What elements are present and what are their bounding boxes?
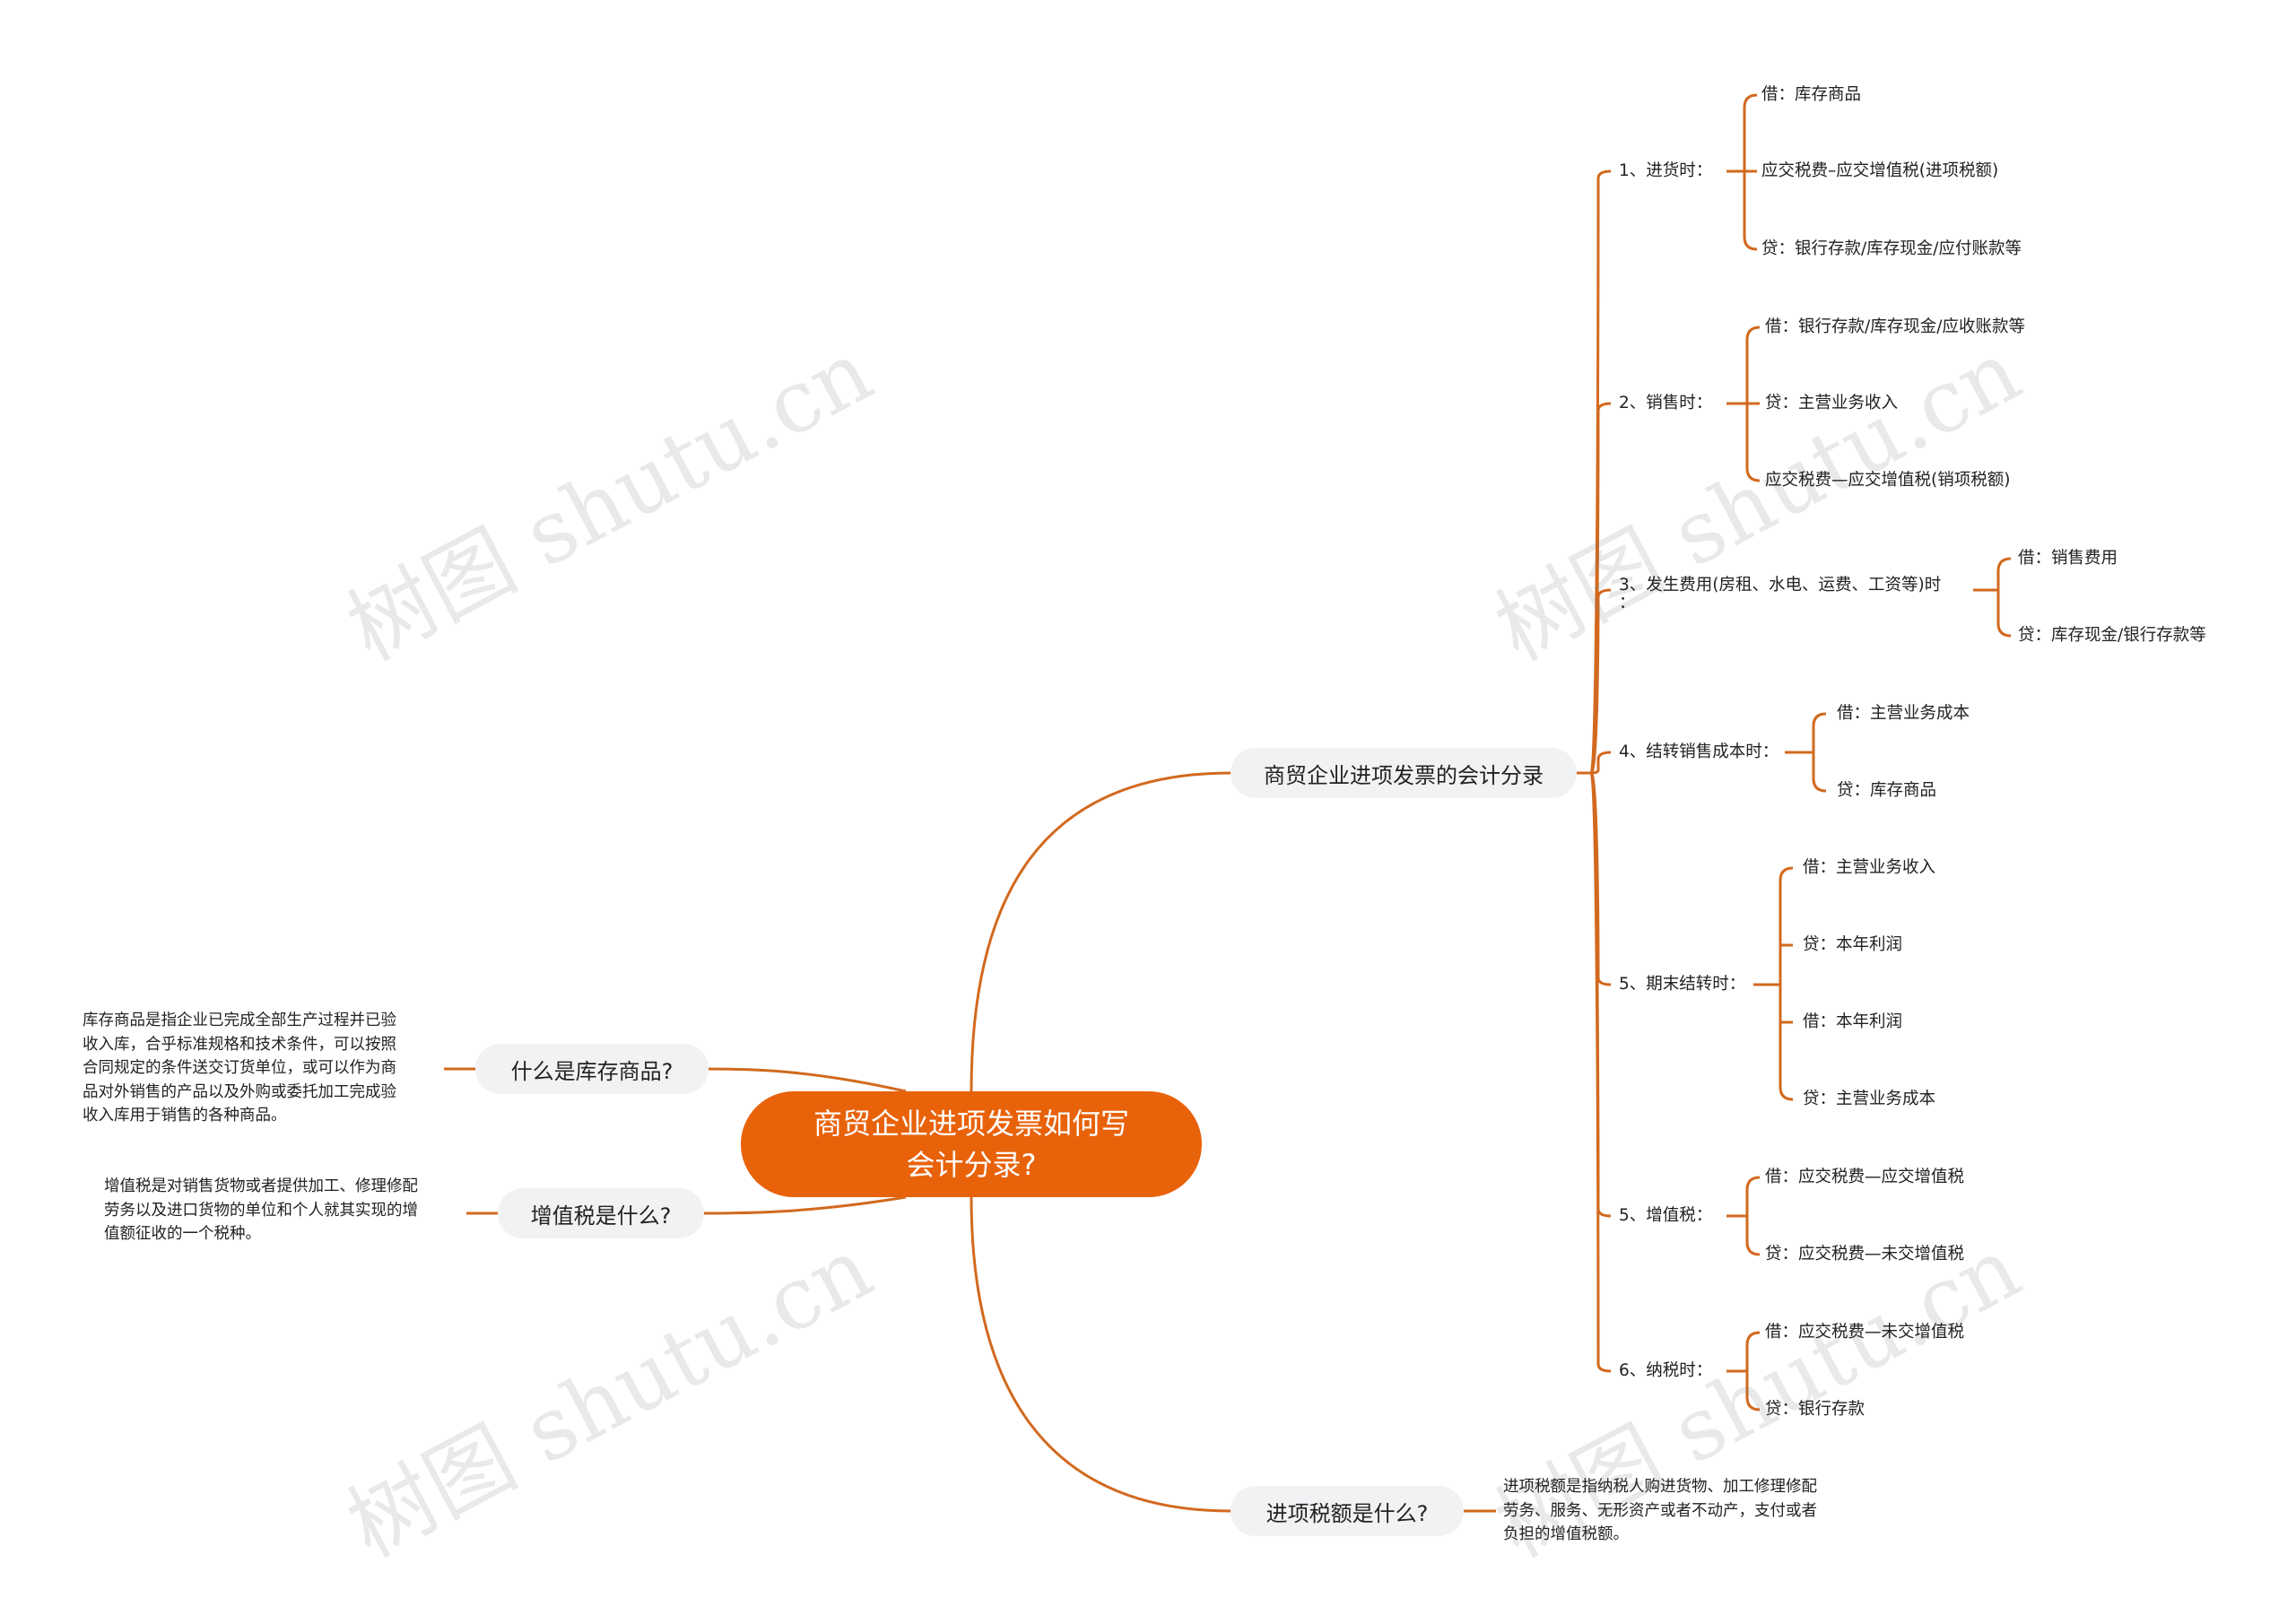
vat-definition: 增值税是对销售货物或者提供加工、修理修配 劳务以及进口货物的单位和个人就其实现的… [104, 1175, 418, 1246]
input-tax-definition: 进项税额是指纳税人购进货物、加工修理修配 劳务、服务、无形资产或者不动产，支付或… [1503, 1475, 1817, 1547]
text-line: 库存商品是指企业已完成全部生产过程并已验 [83, 1012, 396, 1029]
inventory-definition: 库存商品是指企业已完成全部生产过程并已验 收入库，合乎标准规格和技术条件，可以按… [83, 1009, 396, 1128]
item-expenses-line1: 3、发生费用(房租、水电、运费、工资等)时 [1619, 576, 1942, 595]
connector-subitem [1589, 169, 1612, 775]
connector-bracket [1779, 866, 1794, 1101]
leaf[interactable]: 借：销售费用 [2018, 549, 2118, 568]
branch-what-is-vat[interactable]: 增值税是什么? [498, 1188, 704, 1238]
root-title-line2: 会计分录? [906, 1148, 1037, 1182]
text-line: 进项税额是指纳税人购进货物、加工修理修配 [1503, 1478, 1817, 1496]
branch-what-is-inventory[interactable]: 什么是库存商品? [475, 1044, 709, 1094]
root-title-line1: 商贸企业进项发票如何写 [813, 1107, 1129, 1141]
leaf[interactable]: 贷：库存商品 [1837, 781, 1937, 800]
text-line: 收入库，合乎标准规格和技术条件，可以按照 [83, 1035, 396, 1054]
connector-root-left1 [708, 1067, 907, 1093]
leaf[interactable]: 借：银行存款/库存现金/应收账款等 [1765, 317, 2025, 336]
leaf[interactable]: 借：应交税费—应交增值税 [1765, 1168, 1965, 1186]
connector-bracket [1812, 712, 1827, 793]
item-sales[interactable]: 2、销售时： [1619, 394, 1713, 413]
root-topic[interactable]: 商贸企业进项发票如何写 会计分录? [741, 1091, 1202, 1197]
text-line: 合同规定的条件送交订货单位，或可以作为商 [83, 1059, 396, 1077]
item-expenses-line2: ： [1619, 594, 1636, 612]
connector-bracket [1996, 557, 2012, 638]
leaf[interactable]: 贷：主营业务成本 [1803, 1090, 1936, 1108]
item-purchase[interactable]: 1、进货时： [1619, 161, 1713, 180]
leaf[interactable]: 贷：本年利润 [1803, 935, 1903, 954]
leaf[interactable]: 借：应交税费—未交增值税 [1765, 1323, 1965, 1342]
text-line: 值额征收的一个税种。 [104, 1225, 261, 1243]
connector-subitem [1589, 588, 1612, 775]
leaf[interactable]: 贷：银行存款 [1765, 1400, 1866, 1419]
connector-subitem [1590, 751, 1612, 775]
text-line: 劳务、服务、无形资产或者不动产，支付或者 [1503, 1501, 1817, 1520]
leaf[interactable]: 应交税费—应交增值税(销项税额) [1765, 471, 2011, 490]
text-line: 收入库用于销售的各种商品。 [83, 1107, 287, 1125]
item-period-end[interactable]: 5、期末结转时： [1619, 975, 1746, 994]
leaf[interactable]: 借：本年利润 [1803, 1012, 1903, 1031]
item-cost-transfer[interactable]: 4、结转销售成本时： [1619, 743, 1779, 761]
text-line: 劳务以及进口货物的单位和个人就其实现的增 [104, 1201, 418, 1220]
leaf[interactable]: 贷：银行存款/库存现金/应付账款等 [1761, 239, 2022, 258]
text-line: 负担的增值税额。 [1503, 1525, 1629, 1543]
item-vat[interactable]: 5、增值税： [1619, 1206, 1713, 1225]
leaf[interactable]: 贷：主营业务收入 [1765, 394, 1899, 413]
leaf[interactable]: 贷：应交税费—未交增值税 [1765, 1245, 1965, 1264]
item-expenses[interactable]: 3、发生费用(房租、水电、运费、工资等)时 ： [1619, 575, 1941, 614]
branch-input-tax[interactable]: 进项税额是什么? [1231, 1486, 1464, 1536]
text-line: 增值税是对销售货物或者提供加工、修理修配 [104, 1177, 418, 1195]
item-tax-payment[interactable]: 6、纳税时： [1619, 1361, 1713, 1380]
leaf[interactable]: 应交税费–应交增值税(进项税额) [1761, 161, 1999, 180]
connector-bracket [1745, 1331, 1761, 1411]
connector-bracket [1745, 1176, 1761, 1256]
connector-root-branch1 [970, 771, 1231, 1092]
leaf[interactable]: 借：库存商品 [1761, 85, 1862, 104]
connector-root-branch2 [970, 1196, 1231, 1513]
text-line: 品对外销售的产品以及外购或委托加工完成验 [83, 1082, 396, 1101]
leaf[interactable]: 贷：库存现金/银行存款等 [2018, 626, 2206, 645]
branch-accounting-entries[interactable]: 商贸企业进项发票的会计分录 [1231, 748, 1577, 798]
connector-root-left2 [703, 1195, 907, 1215]
leaf[interactable]: 借：主营业务收入 [1803, 858, 1936, 877]
leaf[interactable]: 借：主营业务成本 [1837, 704, 1970, 723]
connector-subitem [1589, 402, 1612, 775]
connector-subitem [1589, 771, 1612, 1373]
